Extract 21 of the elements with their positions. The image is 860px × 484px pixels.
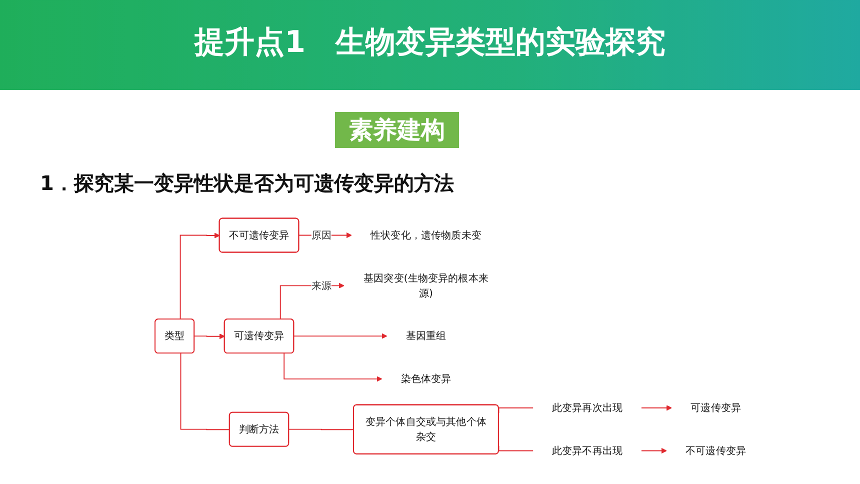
node-text: 不可遗传变异 [686, 444, 746, 456]
connector [288, 428, 354, 430]
connector [180, 352, 230, 430]
edge-label: 原因 [311, 228, 332, 241]
node-text: 可遗传变异 [690, 402, 742, 414]
arrow [284, 352, 382, 382]
arrow [641, 405, 672, 411]
arrow [180, 232, 220, 320]
node-text: 此变异再次出现 [552, 402, 623, 414]
edge-label: 来源 [311, 279, 332, 292]
node-text: 此变异不再出现 [552, 444, 623, 456]
heading: 1．探究某一变异性状是否为可遗传变异的方法 [40, 170, 454, 197]
arrow [641, 448, 667, 454]
title: 提升点1 生物变异类型的实验探究 [193, 24, 666, 62]
node-text: 染色体变异 [400, 372, 452, 385]
node-text: 基因突变(生物变异的根本来源) [364, 272, 488, 299]
arrow [294, 333, 388, 339]
node-text: 基因重组 [406, 330, 446, 342]
arrow [194, 334, 225, 340]
section-tag: 素养建构 [335, 112, 459, 148]
node-text: 性状变化，遗传物质未变 [370, 228, 482, 241]
